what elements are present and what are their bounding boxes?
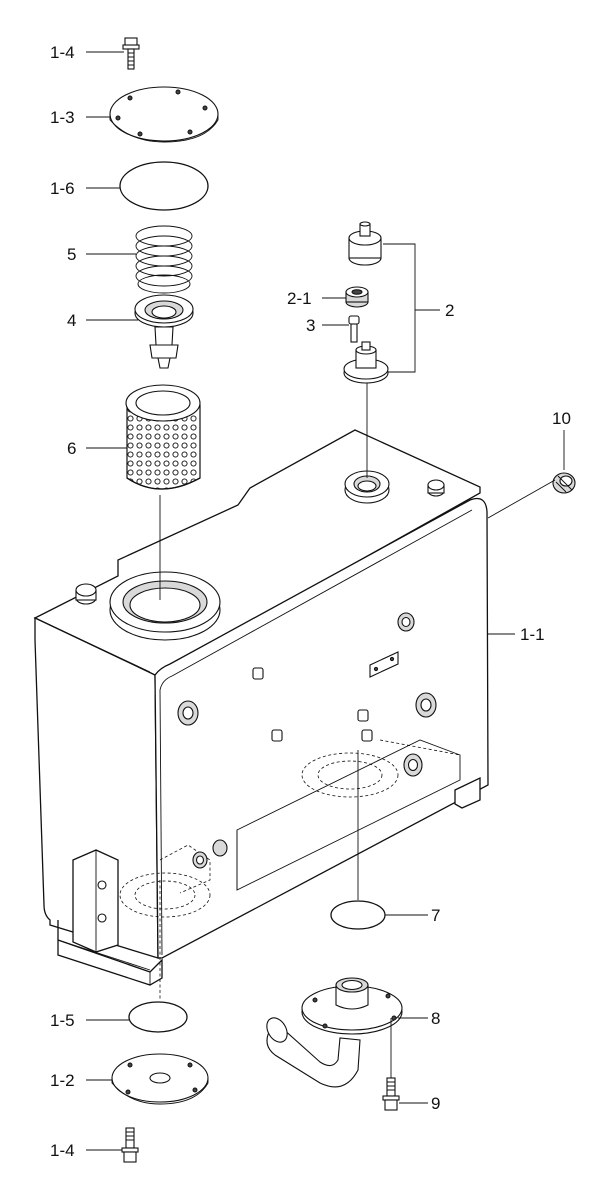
callout-1-5: 1-5 <box>50 1011 75 1030</box>
callout-1-1: 1-1 <box>520 625 545 644</box>
callout-1-4-top: 1-4 <box>50 43 75 62</box>
callout-7: 7 <box>431 906 440 925</box>
sensor-assembly <box>343 221 440 384</box>
filter-element <box>125 384 201 490</box>
callout-1-6: 1-6 <box>50 179 75 198</box>
spring <box>135 225 193 294</box>
leader-lines <box>86 51 565 1151</box>
assembly-axis-lines <box>159 380 368 1000</box>
callout-6: 6 <box>67 439 76 458</box>
callout-3: 3 <box>306 316 315 335</box>
bypass-valve <box>134 294 194 369</box>
callout-1-2: 1-2 <box>50 1071 75 1090</box>
bolt-bottom <box>121 1127 139 1163</box>
callout-labels: 1-4 1-3 1-6 5 4 6 2-1 3 2 10 1-1 7 1-5 8… <box>50 43 571 1160</box>
callout-2-1: 2-1 <box>287 289 312 308</box>
drain-plug <box>552 472 576 494</box>
o-ring-bottom <box>128 1001 188 1033</box>
bottom-cover-plate <box>111 1053 209 1105</box>
callout-1-3: 1-3 <box>50 108 75 127</box>
callout-9: 9 <box>431 1094 440 1113</box>
gasket-suction <box>330 900 386 930</box>
callout-4: 4 <box>67 311 76 330</box>
pipe-mount-bolt <box>382 1018 400 1111</box>
tank-body <box>33 429 489 986</box>
bolt-top <box>122 37 140 70</box>
callout-8: 8 <box>431 1009 440 1028</box>
top-cover-plate <box>109 86 219 143</box>
callout-5: 5 <box>67 245 76 264</box>
suction-strainer-pipe <box>266 977 403 1088</box>
callout-2: 2 <box>445 301 454 320</box>
o-ring-top <box>119 161 209 211</box>
callout-1-4-bottom: 1-4 <box>50 1141 75 1160</box>
callout-10: 10 <box>552 409 571 428</box>
